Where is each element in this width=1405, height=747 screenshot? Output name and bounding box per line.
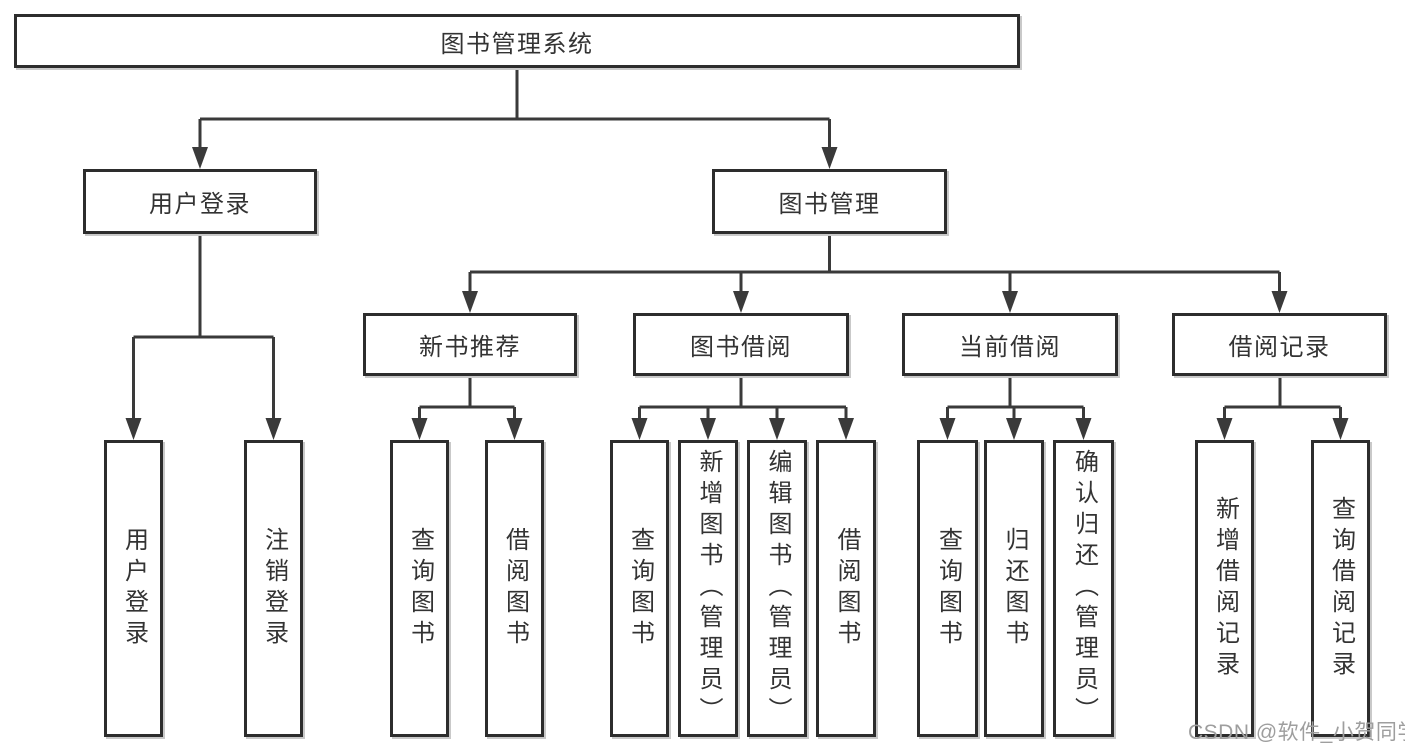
node-label: 借阅图书 <box>501 526 529 651</box>
node-label: 新书推荐 <box>419 334 521 361</box>
arrowhead-down-icon <box>700 418 716 440</box>
arrowhead-down-icon <box>192 147 208 169</box>
arrowhead-down-icon <box>939 418 956 440</box>
arrowhead-down-icon <box>125 418 142 440</box>
arrowhead-down-icon <box>462 291 478 313</box>
leaf-user-login: 用户登录 <box>104 440 163 737</box>
arrowheads <box>125 147 1349 440</box>
node-label: 确认归还（管理员） <box>1070 449 1098 728</box>
node-label: 用户登录 <box>149 191 251 218</box>
node-borrowing-records: 借阅记录 <box>1172 313 1387 376</box>
node-current-borrowing: 当前借阅 <box>902 313 1118 376</box>
arrowhead-down-icon <box>506 418 523 440</box>
node-label: 图书管理 <box>778 191 881 218</box>
arrowhead-down-icon <box>411 418 428 440</box>
connector-user-login-to-leaves <box>132 233 275 430</box>
node-label: 图书管理系统 <box>440 30 594 58</box>
arrowhead-down-icon <box>265 418 282 440</box>
arrowhead-down-icon <box>1006 418 1022 440</box>
leaf-recommend-borrow-books: 借阅图书 <box>485 440 544 737</box>
leaf-records-query-record: 查询借阅记录 <box>1311 440 1370 737</box>
node-label: 新增图书（管理员） <box>695 449 722 728</box>
node-book-management: 图书管理 <box>712 169 947 234</box>
connector-root-to-level2 <box>198 68 831 150</box>
node-label: 归还图书 <box>1001 526 1028 651</box>
leaf-borrowing-add-books-admin: 新增图书（管理员） <box>678 440 738 737</box>
leaf-recommend-query-books: 查询图书 <box>390 440 449 737</box>
arrowhead-down-icon <box>1332 418 1349 440</box>
node-label: 借阅图书 <box>833 526 860 651</box>
connector-lines <box>132 68 1342 430</box>
node-user-login: 用户登录 <box>83 169 317 234</box>
leaf-records-add-record: 新增借阅记录 <box>1195 440 1254 737</box>
node-label: 用户登录 <box>120 526 148 651</box>
connector-book-management-to-level3 <box>468 234 1281 295</box>
leaf-borrowing-edit-books-admin: 编辑图书（管理员） <box>747 440 807 737</box>
arrowhead-down-icon <box>821 147 838 169</box>
node-label: 查询借阅记录 <box>1327 495 1355 682</box>
leaf-current-query-books: 查询图书 <box>917 440 978 737</box>
node-label: 图书借阅 <box>690 334 792 361</box>
arrowhead-down-icon <box>1216 418 1233 440</box>
connector-borrowing-to-leaves <box>638 376 848 430</box>
arrowhead-down-icon <box>631 418 648 440</box>
arrowhead-down-icon <box>769 418 785 440</box>
node-label: 新增借阅记录 <box>1211 495 1239 682</box>
arrowhead-down-icon <box>838 418 854 440</box>
leaf-current-return-books: 归还图书 <box>984 440 1044 737</box>
node-new-book-recommendation: 新书推荐 <box>363 313 577 376</box>
node-label: 借阅记录 <box>1228 334 1331 361</box>
node-label: 注销登录 <box>260 526 288 651</box>
connector-records-to-leaves <box>1223 376 1342 430</box>
node-label: 查询图书 <box>406 526 434 651</box>
arrowhead-down-icon <box>1271 291 1288 313</box>
node-library-system: 图书管理系统 <box>14 14 1020 68</box>
node-book-borrowing: 图书借阅 <box>633 313 849 376</box>
arrowhead-down-icon <box>1075 418 1092 440</box>
leaf-borrowing-query-books: 查询图书 <box>610 440 669 737</box>
csdn-watermark: CSDN @软件_小贺同学 <box>1188 721 1405 744</box>
arrowhead-down-icon <box>733 291 749 313</box>
node-label: 查询图书 <box>934 526 962 651</box>
connector-recommendation-to-leaves <box>418 376 516 430</box>
leaf-current-confirm-return-admin: 确认归还（管理员） <box>1053 440 1114 737</box>
node-label: 查询图书 <box>626 526 654 651</box>
arrowhead-down-icon <box>1002 291 1018 313</box>
leaf-borrowing-borrow-books: 借阅图书 <box>816 440 876 737</box>
node-label: 当前借阅 <box>959 334 1061 361</box>
leaf-logout: 注销登录 <box>244 440 303 737</box>
node-label: 编辑图书（管理员） <box>764 449 791 728</box>
